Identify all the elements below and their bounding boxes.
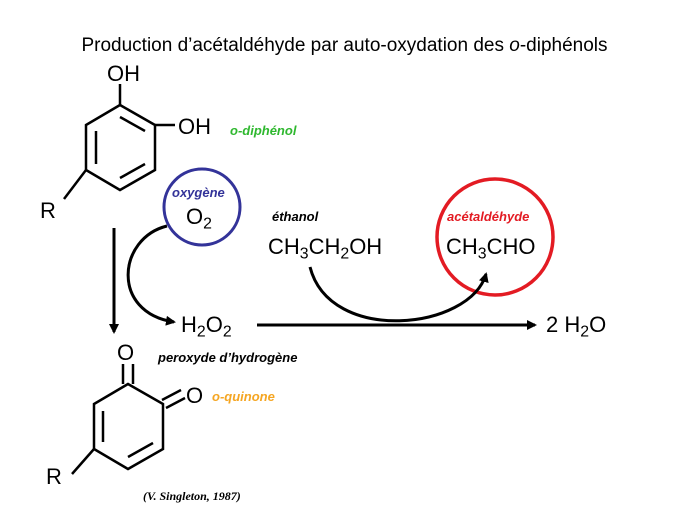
ethanol-f1: CH — [268, 234, 300, 259]
acetaldehyde-formula: CH3CHO — [446, 234, 536, 262]
oxygen-label: oxygène — [172, 185, 225, 200]
quinone-hexagon — [92, 382, 165, 471]
quinone-carbonyl-right-1 — [161, 388, 182, 402]
title-main: Production d’acétaldéhyde par auto-oxyda… — [81, 35, 510, 56]
peroxide-s2: 2 — [222, 323, 232, 341]
peroxide-f2: O — [205, 312, 223, 337]
ethanol-label: éthanol — [272, 209, 319, 224]
title-end: -diphénols — [519, 35, 608, 56]
quinone-r-bond — [71, 448, 95, 475]
diphenol-r-bond — [63, 169, 87, 200]
diphenol-oh-right: OH — [178, 114, 211, 139]
water-formula: 2 H2O — [546, 312, 607, 340]
diphenol-double-bond-2 — [119, 162, 146, 180]
peroxide-formula: H2O2 — [181, 312, 232, 340]
quinone-carbonyl-right-2 — [165, 396, 186, 410]
quinone-ring — [71, 364, 186, 475]
water-s1: 2 — [580, 323, 590, 341]
arrow-ethanol-to-acetaldehyde — [308, 266, 489, 323]
peroxide-f1: H — [181, 312, 197, 337]
acetaldehyde-f2: CHO — [486, 234, 536, 259]
oxygen-formula-base: O — [186, 204, 204, 229]
ethanol-formula: CH3CH2OH — [268, 234, 383, 262]
acetaldehyde-f1: CH — [446, 234, 478, 259]
diphenol-r: R — [40, 198, 56, 223]
title-italic: o — [509, 35, 520, 56]
oxygen-formula-sub: 2 — [203, 215, 212, 233]
oxygen-circle — [162, 167, 242, 247]
acetaldehyde-s1: 3 — [477, 245, 487, 263]
arrows — [109, 224, 537, 334]
quinone-label: o-quinone — [212, 389, 275, 404]
peroxide-label: peroxyde d’hydrogène — [158, 350, 298, 365]
oxygen-formula: O2 — [186, 204, 212, 232]
ethanol-s2: 2 — [340, 245, 350, 263]
quinone-o-right: O — [186, 383, 204, 408]
ethanol-f3: OH — [349, 234, 383, 259]
quinone-o-top: O — [117, 340, 135, 365]
ethanol-s1: 3 — [299, 245, 309, 263]
citation: (V. Singleton, 1987) — [143, 489, 241, 503]
acetaldehyde-circle — [435, 177, 555, 297]
peroxide-s1: 2 — [196, 323, 206, 341]
diphenol-oh-top: OH — [107, 61, 140, 86]
page-title: Production d’acétaldéhyde par auto-oxyda… — [0, 36, 689, 55]
acetaldehyde-label: acétaldéhyde — [447, 209, 530, 224]
arrow-oxygen-to-peroxide — [126, 224, 176, 326]
water-f2: O — [589, 312, 607, 337]
quinone-r: R — [46, 464, 62, 489]
diphenol-label: o-diphénol — [230, 123, 297, 138]
ethanol-f2: CH — [308, 234, 341, 259]
water-f1: 2 H — [546, 312, 581, 337]
quinone-double-bond-2 — [127, 441, 154, 459]
diphenol-ring — [63, 84, 175, 200]
diphenol-double-bond-1 — [119, 115, 146, 133]
